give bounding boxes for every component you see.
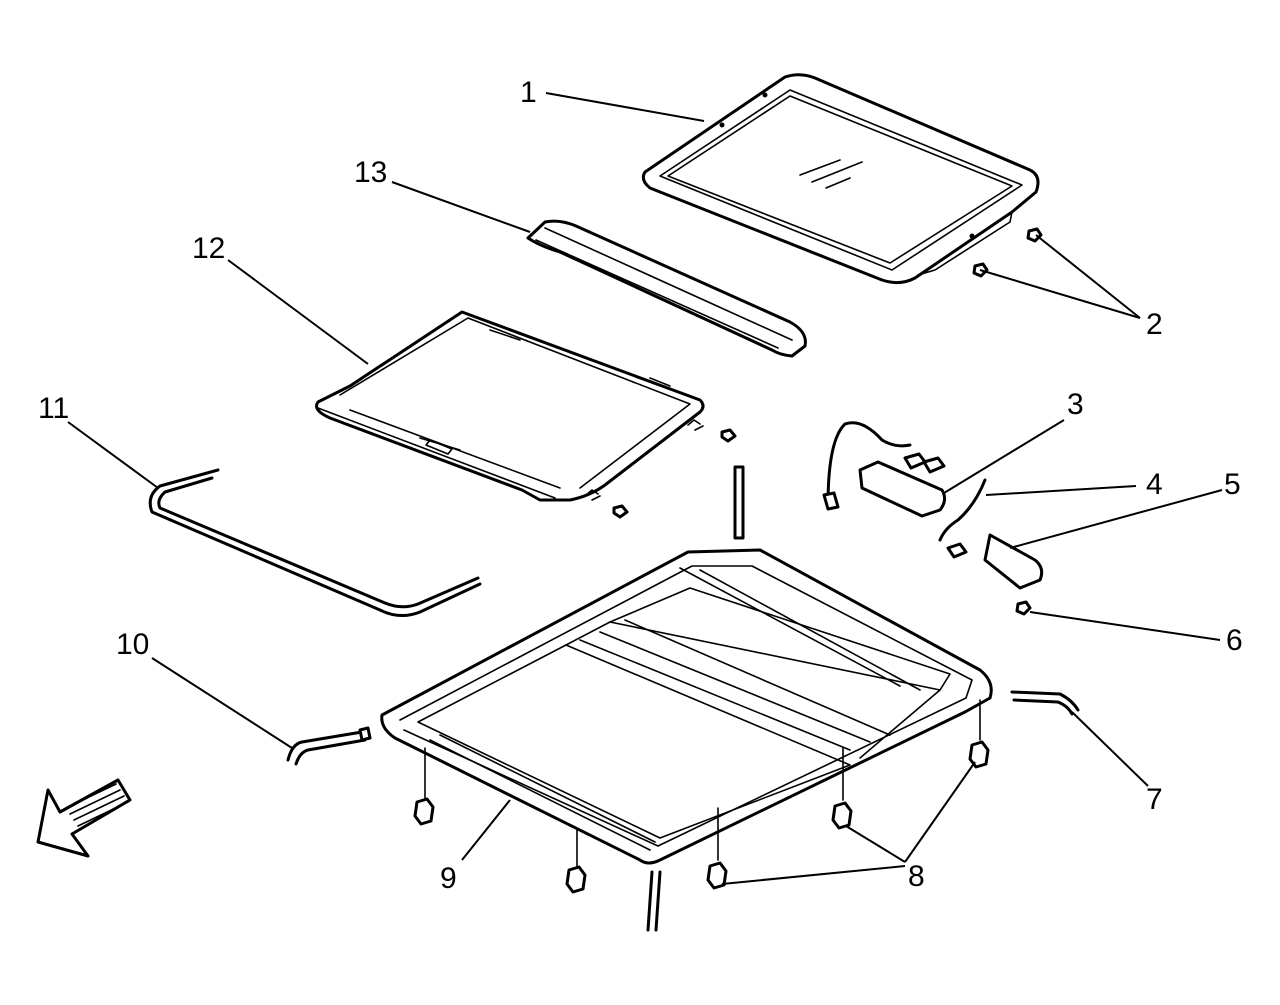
callout-10: 10 <box>116 628 149 661</box>
callout-1: 1 <box>520 76 537 109</box>
callout-8: 8 <box>908 860 925 893</box>
sunroof-frame <box>380 548 993 865</box>
frame-bolts <box>413 699 990 894</box>
callout-3: 3 <box>1067 388 1084 421</box>
clips <box>585 419 737 519</box>
callout-6: 6 <box>1226 624 1243 657</box>
screws-2 <box>972 227 1043 278</box>
callout-5: 5 <box>1224 468 1241 501</box>
drain-hose-left <box>286 726 372 766</box>
weatherstrip-seal <box>148 468 482 617</box>
callout-11: 11 <box>38 392 69 425</box>
forward-arrow-icon <box>36 778 132 858</box>
drain-tube-upper <box>733 465 745 540</box>
leader-lines <box>67 92 1223 885</box>
glass-panel <box>641 73 1040 285</box>
drain-hose-right <box>1010 690 1080 716</box>
callout-labels: 1 2 3 4 5 6 7 8 9 10 11 12 13 <box>38 76 1243 895</box>
motor-assembly <box>822 421 1044 616</box>
callout-13: 13 <box>354 156 387 189</box>
wind-deflector <box>526 219 807 358</box>
callout-7: 7 <box>1146 783 1163 816</box>
sunshade <box>315 310 705 502</box>
callout-12: 12 <box>192 232 225 265</box>
callout-9: 9 <box>440 862 457 895</box>
callout-2: 2 <box>1146 308 1163 341</box>
drain-hose-bottom <box>646 870 662 932</box>
callout-4: 4 <box>1146 468 1163 501</box>
